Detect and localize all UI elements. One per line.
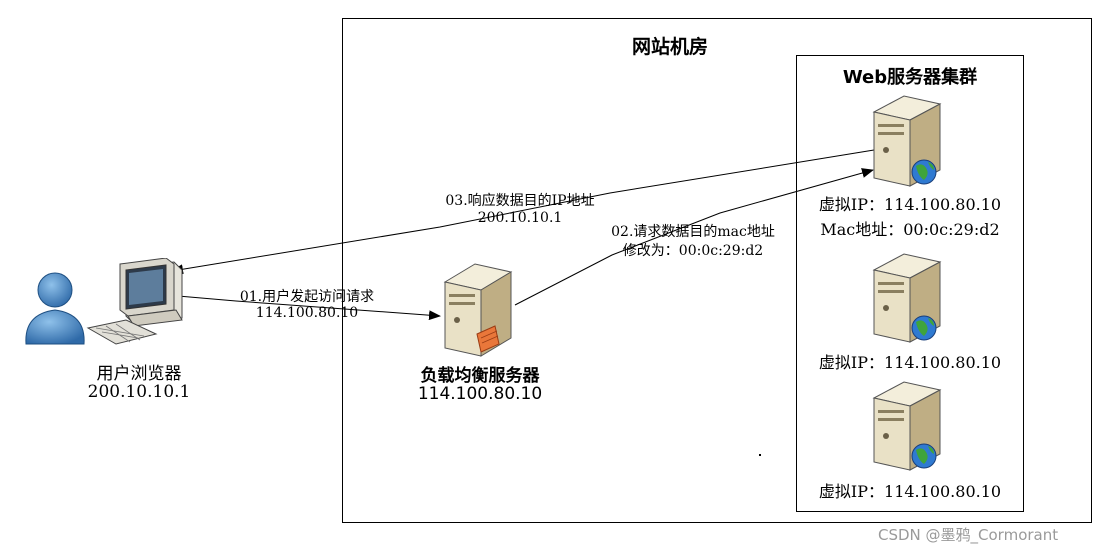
web-server-3-icon	[872, 381, 942, 471]
web-cluster-box	[796, 55, 1024, 512]
web-server-2-ip-label: 虚拟IP：114.100.80.10	[818, 353, 1002, 372]
web-server-2-icon	[872, 253, 942, 343]
load-balancer-server-icon	[443, 263, 513, 357]
response-arrow	[171, 149, 875, 275]
forward-label-line2: 修改为：00:0c:29:d2	[622, 243, 764, 259]
website-room-title: 网站机房	[631, 36, 708, 58]
request-label-line2: 114.100.80.10	[255, 305, 359, 321]
watermark: CSDN @墨鸦_Cormorant	[878, 526, 1059, 544]
response-label-line2: 200.10.10.1	[477, 210, 563, 226]
website-room-box	[342, 18, 1092, 523]
web-server-1-mac-label: Mac地址：00:0c:29:d2	[820, 220, 1000, 239]
forward-label-line1: 02.请求数据目的mac地址	[611, 224, 775, 240]
client-name-label: 用户浏览器	[96, 364, 182, 384]
user-person-icon	[25, 272, 85, 345]
web-cluster-title: Web服务器集群	[842, 67, 978, 88]
forward-arrow	[514, 168, 874, 306]
load-balancer-name-label: 负载均衡服务器	[420, 366, 540, 386]
computer-icon	[86, 258, 183, 345]
web-server-1-ip-label: 虚拟IP：114.100.80.10	[818, 195, 1002, 214]
stray-dot	[759, 454, 761, 456]
web-server-1-icon	[872, 95, 942, 187]
load-balancer-ip-label: 114.100.80.10	[417, 384, 543, 404]
response-label-line1: 03.响应数据目的IP地址	[445, 193, 595, 209]
request-label-line1: 01.用户发起访问请求	[239, 289, 375, 305]
client-ip-label: 200.10.10.1	[87, 382, 191, 402]
request-arrow	[177, 295, 441, 321]
web-server-3-ip-label: 虚拟IP：114.100.80.10	[818, 482, 1002, 501]
